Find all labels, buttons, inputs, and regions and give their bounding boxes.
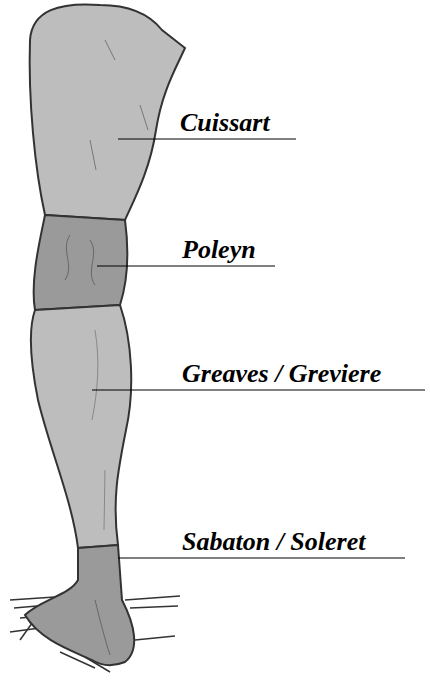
cuissart-thigh-plate: [30, 4, 185, 220]
part-label: Poleyn: [182, 237, 256, 263]
leader-line: [97, 265, 275, 266]
sabaton-detail: [95, 600, 110, 655]
part-label: Sabaton / Soleret: [182, 529, 365, 555]
cuissart-crease: [90, 40, 148, 170]
sabaton-foot-plate: [25, 545, 134, 665]
part-label: Greaves / Greviere: [182, 361, 381, 387]
leader-line: [92, 389, 425, 390]
poleyn-knee-plate: [34, 215, 128, 310]
greave-shin-plate: [31, 305, 132, 548]
leader-lines: [92, 139, 425, 558]
greave-shading: [92, 330, 105, 530]
leader-line: [118, 138, 296, 139]
part-label: Cuissart: [180, 110, 270, 136]
leader-line: [118, 557, 405, 558]
poleyn-detail: [65, 235, 95, 285]
